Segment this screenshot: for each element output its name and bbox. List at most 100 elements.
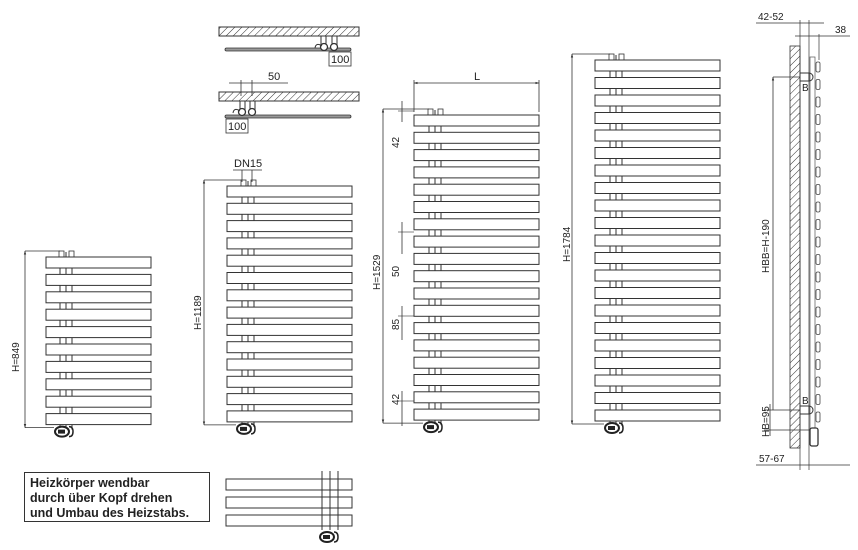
fin-profile xyxy=(815,114,821,125)
radiator-bar xyxy=(594,234,721,247)
radiator-bar xyxy=(226,220,353,233)
radiator-bar xyxy=(594,374,721,387)
dim-offset-100: 100 xyxy=(331,54,349,66)
height-label-1189: H=1189 xyxy=(193,295,204,330)
dim-box xyxy=(225,118,249,134)
radiator-bar xyxy=(225,514,353,527)
fin-profile xyxy=(815,149,821,160)
heating-element-cap xyxy=(250,423,256,435)
fin-profile xyxy=(815,359,821,370)
radiator-bar xyxy=(226,202,353,215)
connection-stub xyxy=(618,53,625,61)
radiator-bar xyxy=(594,112,721,124)
fin-profile xyxy=(815,324,821,335)
dim-wall-distance: 42-52 xyxy=(758,12,784,23)
radiator-bar xyxy=(226,410,353,423)
radiator-h1529 xyxy=(381,101,540,434)
fin-profile xyxy=(815,236,821,248)
radiator-bar xyxy=(594,129,721,142)
radiator-bar xyxy=(594,304,721,317)
fin-profile xyxy=(815,61,821,73)
heating-element-cap xyxy=(68,425,74,438)
hb-label: HB=95 xyxy=(761,406,772,437)
radiator-bar xyxy=(45,395,152,408)
radiator-bar xyxy=(413,322,540,335)
connection-label-dn15: DN15 xyxy=(234,158,262,170)
radiator-bar xyxy=(413,408,540,421)
heating-element-cap xyxy=(437,421,443,433)
radiator-bar xyxy=(594,392,721,404)
radiator-profile xyxy=(224,47,352,52)
radiator-bar xyxy=(594,409,721,422)
radiator-bar xyxy=(413,131,540,144)
radiator-bar xyxy=(45,273,152,286)
radiator-bar xyxy=(225,478,353,491)
length-label-L: L xyxy=(474,71,480,83)
radiator-bar xyxy=(594,322,721,334)
height-label-1529: H=1529 xyxy=(372,254,383,290)
connection-stub xyxy=(427,108,434,116)
note-line: durch über Kopf drehen xyxy=(30,491,173,505)
radiator-bar xyxy=(594,357,721,369)
radiator-bar xyxy=(226,289,353,302)
wall-hatched xyxy=(218,91,360,102)
radiator-bar xyxy=(594,59,721,72)
heating-element-plug xyxy=(323,535,330,539)
fin-profile xyxy=(815,306,821,318)
fin-profile xyxy=(815,341,821,353)
radiator-bar xyxy=(594,199,721,212)
radiator-bar xyxy=(413,304,540,317)
radiator-bar xyxy=(226,375,353,388)
radiator-bar xyxy=(594,339,721,352)
radiator-bar xyxy=(413,287,540,300)
bracket-cap xyxy=(808,72,814,82)
height-label-1784: H=1784 xyxy=(562,226,573,262)
radiator-bar xyxy=(413,374,540,386)
fin-profile xyxy=(815,96,821,108)
radiator-bar xyxy=(594,217,721,229)
radiator-bar xyxy=(413,114,540,127)
radiator-bar xyxy=(45,308,152,321)
pitch-label-top-42: 42 xyxy=(391,136,402,148)
fin-profile xyxy=(815,394,821,405)
radiator-bar xyxy=(413,252,540,265)
fin-profile xyxy=(815,411,821,423)
radiator-bar xyxy=(413,339,540,352)
fin-profile xyxy=(815,131,821,143)
radiator-bar xyxy=(45,413,152,426)
radiator-bar xyxy=(413,356,540,369)
radiator-bar xyxy=(45,378,152,391)
bracket-bottom xyxy=(799,405,810,415)
radiator-bar xyxy=(594,77,721,89)
radiator-bar xyxy=(226,323,353,336)
side-view: 42-52 38 B B HBB=H-190 HB=95 57-67 xyxy=(756,12,850,470)
heating-element-plug xyxy=(58,429,65,434)
connection-stub xyxy=(437,108,444,116)
fin-profile xyxy=(815,271,821,283)
bracket-cap xyxy=(808,405,814,415)
fin-profile xyxy=(815,184,821,195)
radiator-bar xyxy=(413,235,540,248)
radiator-bar xyxy=(594,164,721,177)
radiator-h1189 xyxy=(202,179,353,435)
radiator-bar xyxy=(594,287,721,299)
heating-element-plug xyxy=(240,426,247,431)
radiator-bar xyxy=(226,393,353,406)
radiator-bar xyxy=(226,358,353,371)
heater-element xyxy=(314,43,323,49)
radiator-bar xyxy=(226,272,353,284)
valve-knob xyxy=(237,107,247,117)
valve-knob xyxy=(319,42,329,52)
fin-profile xyxy=(815,166,821,178)
top-view-2: 50 100 xyxy=(218,71,360,134)
radiator-bar xyxy=(45,326,152,339)
heating-element-cap xyxy=(618,422,624,434)
dim-spacing-50: 50 xyxy=(268,71,280,83)
pitch-label-85: 85 xyxy=(391,318,402,330)
radiator-bar xyxy=(225,496,353,509)
heating-element-plug xyxy=(427,425,434,430)
radiator-bar xyxy=(45,256,152,269)
valve-knob xyxy=(329,42,339,52)
connection-stub xyxy=(68,250,75,258)
note-box: Heizkörper wendbar durch über Kopf drehe… xyxy=(24,472,210,522)
